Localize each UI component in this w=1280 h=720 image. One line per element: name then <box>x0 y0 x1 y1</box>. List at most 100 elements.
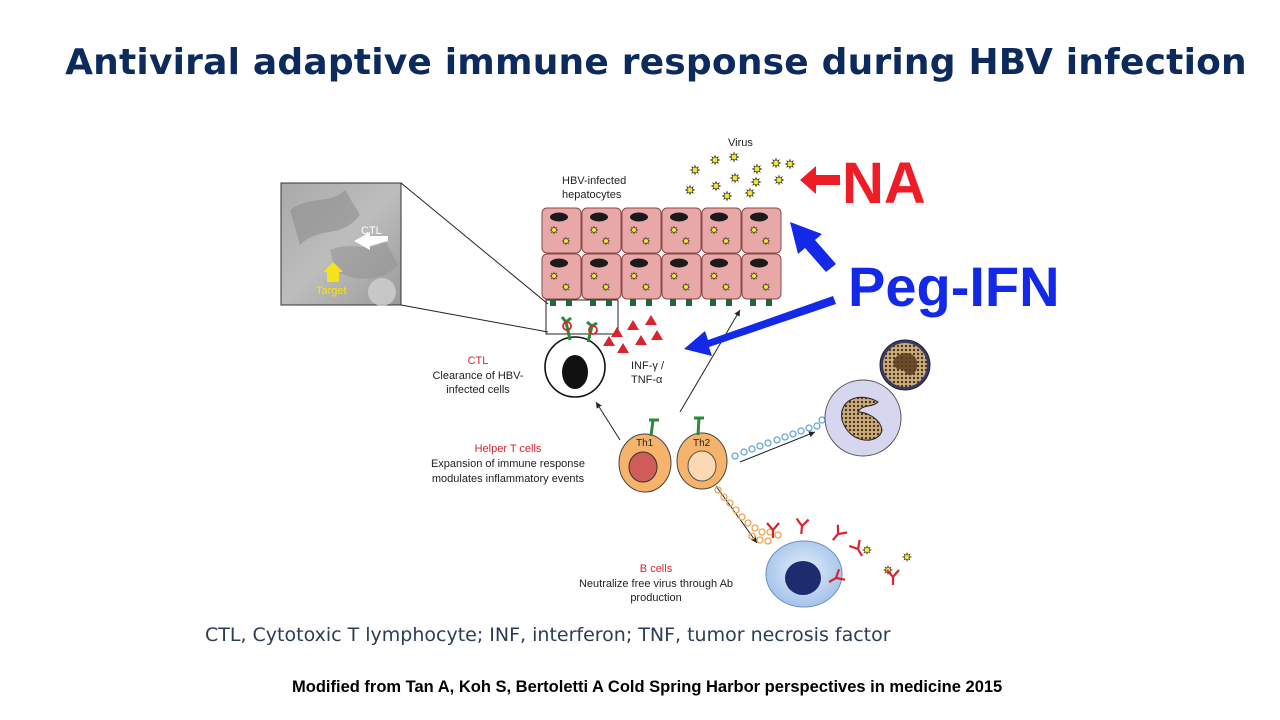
cytokine-triangle <box>611 327 623 337</box>
virus-particle-icon <box>784 158 796 170</box>
mhc-receptor <box>670 299 676 306</box>
mhc-receptor <box>590 299 596 306</box>
cytokine-dot <box>797 427 805 435</box>
virus-particle-icon <box>721 282 731 292</box>
target-pointer-icon <box>323 262 343 282</box>
cytokine-triangle <box>603 336 615 346</box>
hepatocyte-cell <box>621 207 662 254</box>
mhc-receptor <box>550 299 556 306</box>
mhc-receptor <box>606 299 612 306</box>
hepatocyte-cell <box>701 253 742 300</box>
peg-ifn-arrow-hepatocytes-icon <box>790 222 836 272</box>
virus-particle-icon <box>684 184 696 196</box>
virus-particle-icon <box>709 225 719 235</box>
hepatocyte-cell <box>581 207 622 254</box>
virus-particle-icon <box>773 174 785 186</box>
hepatocyte-cell <box>541 253 582 300</box>
virus-particle-icon <box>689 164 701 176</box>
virus-particle-icon <box>710 180 722 192</box>
mhc-receptor <box>766 299 772 306</box>
ctl-desc-line1: Clearance of HBV- <box>432 370 523 382</box>
th2-label: Th2 <box>693 438 711 449</box>
virus-particle-icon <box>721 190 733 202</box>
th2-cell <box>676 416 728 490</box>
mhc-receptor <box>750 299 756 306</box>
cytokine-dot <box>744 519 752 527</box>
cytokines-label-line2: TNF-α <box>631 374 663 386</box>
cytokine-dot <box>758 528 766 536</box>
virus-particle-icon <box>629 271 639 281</box>
peg-ifn-treatment-label: Peg-IFN <box>848 255 1060 318</box>
th1-cell <box>618 418 672 493</box>
virus-particle-icon <box>751 163 763 175</box>
virus-particle-icon <box>729 172 741 184</box>
virus-label: Virus <box>728 137 753 149</box>
virus-particle-icon <box>549 271 559 281</box>
hepatocyte-cell <box>621 253 662 300</box>
cytokine-dot <box>773 436 781 444</box>
virus-particle-icon <box>744 187 756 199</box>
cytokine-dot <box>774 531 782 539</box>
zoom-line-bottom <box>400 304 549 333</box>
antibody-icon <box>886 569 900 585</box>
basophil-cell <box>824 379 902 457</box>
cytokine-triangle <box>627 320 639 330</box>
virus-particle-icon <box>681 236 691 246</box>
peg-ifn-arrow-immune-icon <box>684 296 836 356</box>
cytokine-dot <box>732 506 740 514</box>
cytokine-dot <box>813 422 821 430</box>
na-treatment-label: NA <box>842 151 926 216</box>
antibodies <box>766 517 900 585</box>
inset-ctl-label: CTL <box>361 225 382 237</box>
abbreviations-note: CTL, Cytotoxic T lymphocyte; INF, interf… <box>205 624 891 646</box>
cytokine-triangle <box>617 343 629 353</box>
na-arrow-icon <box>800 166 840 194</box>
hepatocyte-cell <box>741 253 782 300</box>
cytokine-dot <box>740 448 748 456</box>
virus-particle-icon <box>561 236 571 246</box>
virus-particle-icon <box>561 282 571 292</box>
hepatocyte-cell <box>661 207 702 254</box>
cytokine-triangles <box>603 315 663 353</box>
cytokine-dot <box>726 499 734 507</box>
hepatocyte-cell <box>661 253 702 300</box>
cytokine-dot <box>818 416 826 424</box>
b-cell <box>765 540 843 608</box>
virus-particle-icon <box>549 225 559 235</box>
slide-title: Antiviral adaptive immune response durin… <box>65 42 1247 83</box>
helper-desc-line2: modulates inflammatory events <box>432 473 585 485</box>
mhc-receptor <box>646 299 652 306</box>
ctl-pointer-icon <box>354 232 388 250</box>
virus-particle-icon <box>750 176 762 188</box>
cytokine-dot <box>714 486 722 494</box>
cytokine-dot <box>738 513 746 521</box>
virus-particle-icon <box>641 236 651 246</box>
virus-particle-icon <box>761 282 771 292</box>
eosinophil-cell <box>879 339 931 391</box>
cytokine-dot <box>756 442 764 450</box>
mhc-receptor <box>686 299 692 306</box>
ctl-heading: CTL <box>468 355 489 367</box>
th2-cytokines-orange <box>714 486 782 545</box>
virus-particle-icon <box>749 271 759 281</box>
antibody-icon <box>832 524 848 541</box>
virus-particle-icon <box>589 225 599 235</box>
cytokine-dot <box>781 433 789 441</box>
cytokine-dot <box>764 537 772 545</box>
cytokine-dot <box>751 524 759 532</box>
bcell-desc-line1: Neutralize free virus through Ab <box>579 578 733 590</box>
antibody-icon <box>795 517 810 535</box>
hepatocyte-cell <box>581 253 622 300</box>
cytokine-dot <box>805 424 813 432</box>
virus-particles <box>684 151 912 575</box>
helper-heading: Helper T cells <box>475 443 542 455</box>
cytokine-triangle <box>635 335 647 345</box>
virus-particle-icon <box>601 282 611 292</box>
virus-particle-icon <box>761 236 771 246</box>
cytokine-dot <box>731 452 739 460</box>
arrow-th1-to-ctl <box>595 401 621 441</box>
virus-particle-icon <box>862 545 872 555</box>
th1-label: Th1 <box>636 438 654 449</box>
helper-desc-line1: Expansion of immune response <box>431 458 585 470</box>
